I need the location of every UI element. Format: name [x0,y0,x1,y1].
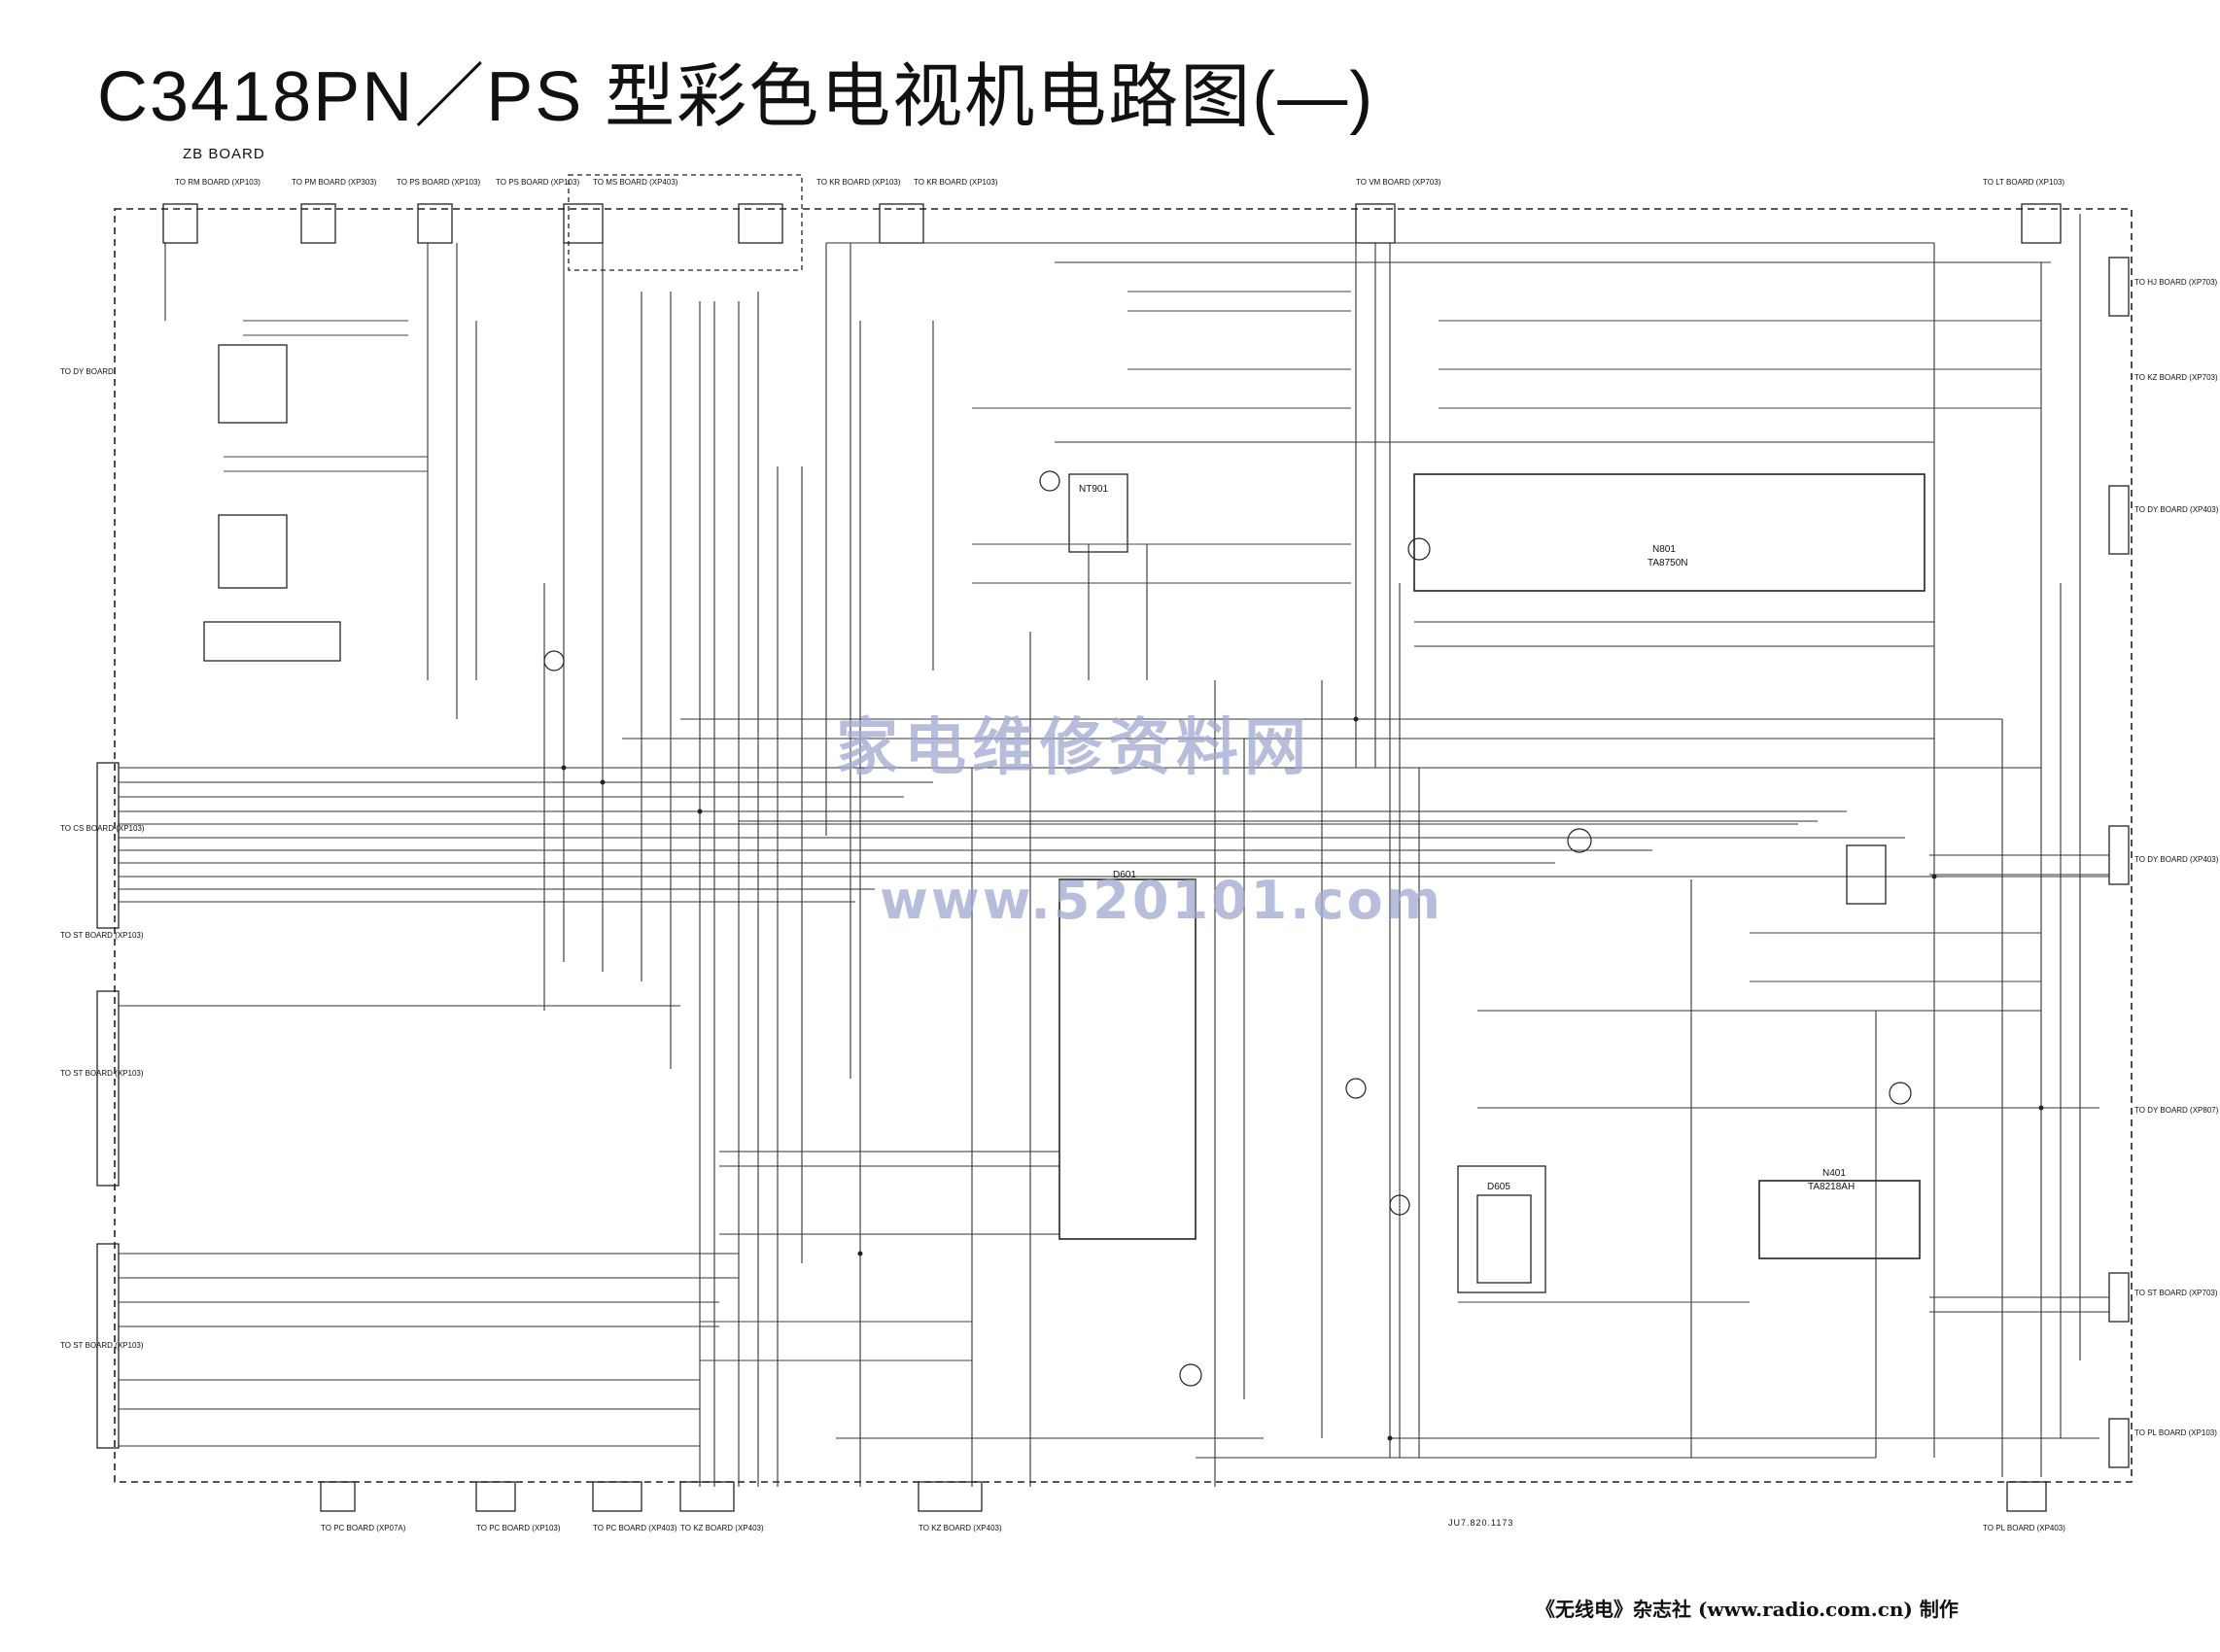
ic-label: N801 [1652,544,1676,555]
board-ref-top: TO RM BOARD (XP103) [175,178,260,187]
board-ref-right: TO HJ BOARD (XP703) [2134,278,2218,287]
board-ref-right: TO DY BOARD (XP403) [2134,855,2219,864]
board-ref-bottom: TO PC BOARD (XP103) [476,1524,561,1532]
board-ref-top: TO KR BOARD (XP103) [914,178,998,187]
publisher-credit: 《无线电》杂志社 (www.radio.com.cn) 制作 [1536,1598,1959,1621]
board-ref-bottom: TO KZ BOARD (XP403) [919,1524,1002,1532]
page-title: C3418PN／PS 型彩色电视机电路图(—) [97,58,1375,136]
ic-label: D601 [1113,870,1136,880]
board-ref-bottom: TO KZ BOARD (XP403) [680,1524,764,1532]
watermark-text: 家电维修资料网 [836,712,1312,784]
board-name: ZB BOARD [183,146,265,162]
ic-label: D605 [1487,1182,1510,1192]
ic-label: TA8750N [1648,558,1688,568]
board-ref-right: TO ST BOARD (XP703) [2134,1289,2218,1297]
board-ref-top: TO KR BOARD (XP103) [816,178,901,187]
board-ref-top: TO LT BOARD (XP103) [1983,178,2065,187]
board-ref-left: TO CS BOARD (XP103) [60,824,145,833]
board-ref-top: TO PS BOARD (XP103) [397,178,481,187]
board-ref-top: TO MS BOARD (XP403) [593,178,678,187]
ic-label: TA8218AH [1808,1182,1856,1192]
board-ref-bottom: TO PL BOARD (XP403) [1983,1524,2065,1532]
board-ref-right: TO KZ BOARD (XP703) [2134,373,2218,382]
drawing-number: JU7.820.1173 [1448,1518,1514,1528]
board-ref-left: TO ST BOARD (XP103) [60,1069,144,1078]
board-ref-top: TO VM BOARD (XP703) [1356,178,1441,187]
board-ref-bottom: TO PC BOARD (XP07A) [321,1524,406,1532]
board-ref-right: TO PL BOARD (XP103) [2134,1428,2217,1437]
board-ref-top: TO PM BOARD (XP303) [292,178,377,187]
board-ref-left: TO ST BOARD (XP103) [60,1341,144,1350]
board-ref-left: TO ST BOARD (XP103) [60,931,144,940]
board-ref-right: TO DY BOARD (XP403) [2134,505,2219,514]
board-ref-right: TO DY BOARD (XP807) [2134,1106,2219,1115]
ic-label: N401 [1822,1168,1846,1179]
board-ref-top: TO PS BOARD (XP103) [496,178,580,187]
board-ref-left: TO DY BOARD [60,367,114,376]
ic-label: NT901 [1079,484,1109,495]
board-ref-bottom: TO PC BOARD (XP403) [593,1524,677,1532]
watermark-url: www.520101.com [880,870,1444,931]
